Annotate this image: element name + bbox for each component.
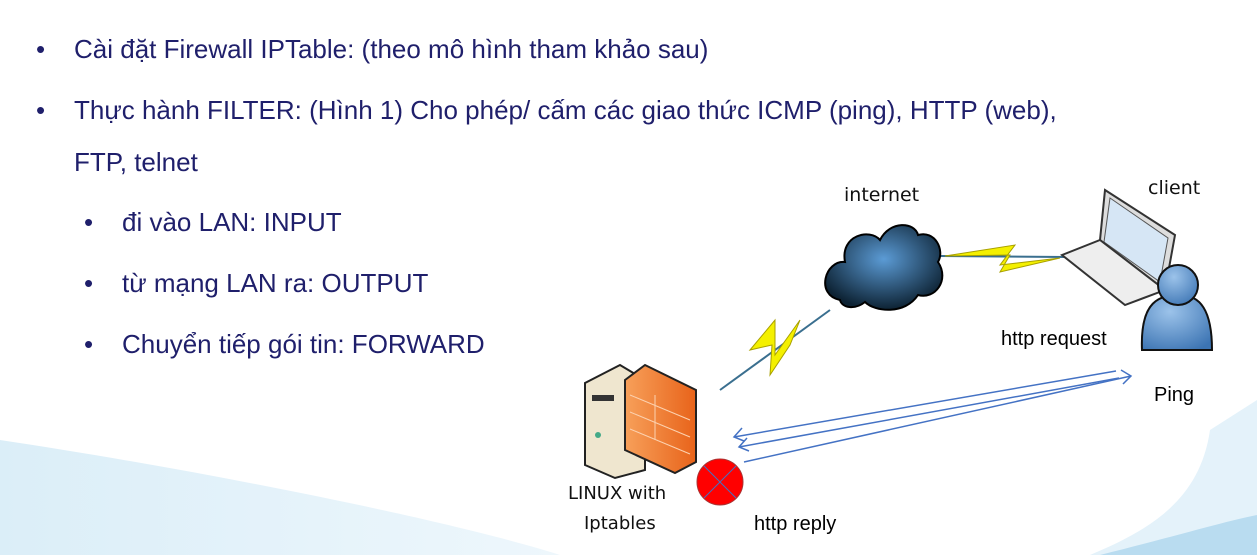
bullet-2: • Thực hành FILTER: (Hình 1) Cho phép/ c… [36,95,1057,126]
bullet-dot: • [84,207,94,237]
bullet-text: Cài đặt Firewall IPTable: (theo mô hình … [74,34,709,64]
bullet-dot: • [84,268,94,298]
bullet-2-continued: FTP, telnet [74,147,198,177]
label-internet: internet [844,184,919,206]
sub-bullet-1: • đi vào LAN: INPUT [84,207,342,238]
bullet-text: Chuyển tiếp gói tin: FORWARD [122,329,485,359]
firewall-icon [624,363,697,475]
label-client: client [1148,177,1200,199]
label-http-reply: http reply [754,513,837,535]
bullet-dot: • [84,329,94,359]
arrow-http-request [732,370,1117,442]
bullet-text: Thực hành FILTER: (Hình 1) Cho phép/ cấm… [74,95,1057,125]
label-linux-line1: LINUX with [568,483,666,504]
blocked-x-icon [696,458,744,506]
bullet-text: đi vào LAN: INPUT [122,207,342,237]
arrow-http-reply [743,369,1133,463]
lightning-link-internet-client [939,244,1066,273]
bullet-dot: • [36,95,46,125]
traffic-arrows [732,369,1133,463]
user-icon [1140,264,1214,351]
arrow-ping [737,377,1120,452]
bullet-text: từ mạng LAN ra: OUTPUT [122,268,429,298]
lightning-link-server-internet [719,309,831,391]
sub-bullet-3: • Chuyển tiếp gói tin: FORWARD [84,329,485,360]
bullet-dot: • [36,34,46,64]
label-ping: Ping [1154,384,1195,406]
bullet-1: • Cài đặt Firewall IPTable: (theo mô hìn… [36,34,709,65]
label-http-request: http request [1001,328,1107,350]
internet-cloud-icon [824,224,944,311]
sub-bullet-2: • từ mạng LAN ra: OUTPUT [84,268,429,299]
label-linux-line2: Iptables [584,513,656,534]
